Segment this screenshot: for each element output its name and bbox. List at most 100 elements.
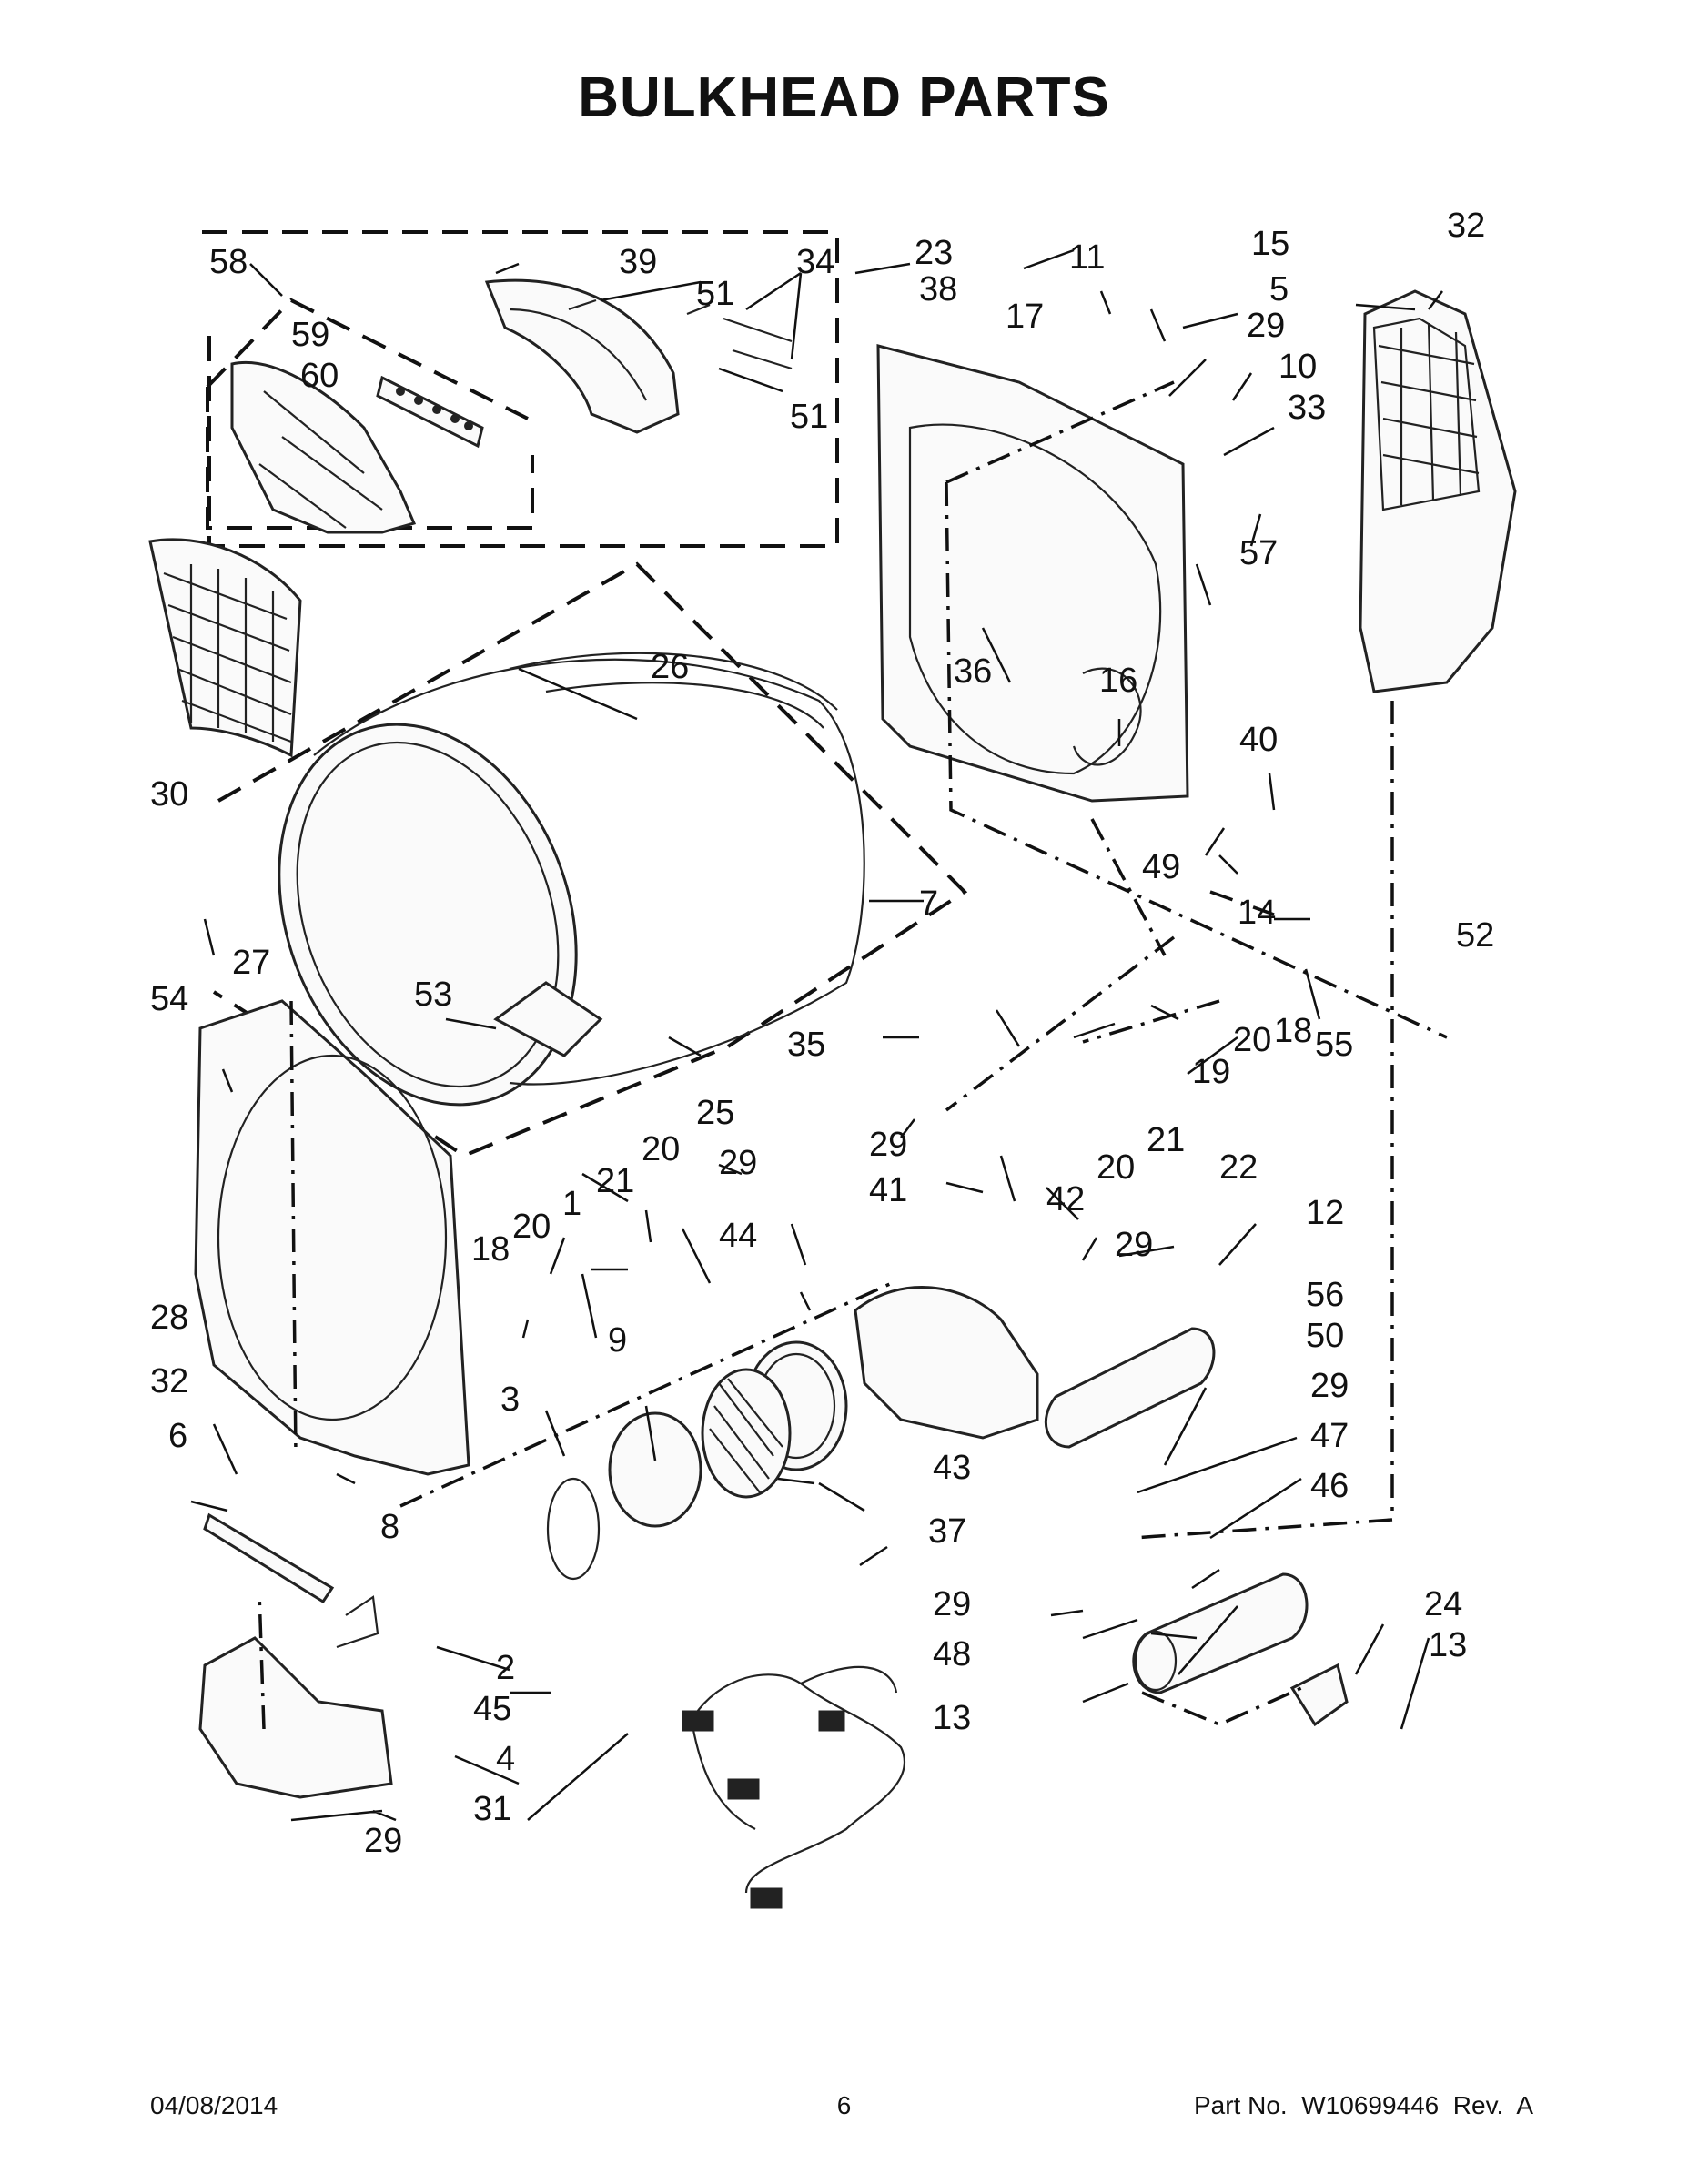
callout-18a: 18 (1274, 1012, 1312, 1050)
rear-bulkhead (876, 344, 1189, 803)
footer-date: 04/08/2014 (150, 2091, 278, 2119)
callout-19: 19 (1192, 1053, 1230, 1091)
door-trim-detail (509, 308, 647, 401)
callout-7: 7 (919, 885, 938, 923)
baffle-part-53 (493, 981, 603, 1057)
callout-25: 25 (696, 1094, 734, 1132)
callout-36: 36 (954, 652, 992, 691)
lower-duct-45 (198, 1636, 393, 1799)
blower-heater-parts (546, 1286, 1349, 1727)
callout-58: 58 (209, 243, 248, 281)
rear-bulkhead-seal-16 (1072, 667, 1142, 766)
thermal-fuse-tube-22 (1044, 1327, 1216, 1449)
callout-46: 46 (1310, 1467, 1349, 1505)
console-bracket-detail (258, 390, 383, 529)
callout-54: 54 (150, 980, 188, 1018)
callout-29f: 29 (933, 1585, 971, 1623)
console-assembly-group (202, 230, 839, 548)
callout-29e: 29 (1310, 1367, 1349, 1405)
callout-56: 56 (1306, 1276, 1344, 1314)
callout-38: 38 (919, 270, 957, 308)
callout-40: 40 (1239, 721, 1278, 759)
callout-29c: 29 (719, 1144, 757, 1182)
callout-24: 24 (1424, 1585, 1462, 1623)
callout-33: 33 (1288, 389, 1326, 427)
exhaust-duct-grille-mesh (1378, 322, 1480, 505)
page-title: BULKHEAD PARTS (578, 66, 1110, 129)
footer-page-number: 6 (836, 2091, 852, 2119)
callout-27: 27 (232, 944, 270, 982)
callout-42: 42 (1046, 1180, 1085, 1218)
callout-55: 55 (1315, 1026, 1353, 1064)
callout-12: 12 (1306, 1194, 1344, 1232)
callout-59: 59 (291, 316, 329, 354)
lint-screen-mesh (163, 564, 292, 743)
callout-15: 15 (1251, 225, 1289, 263)
callout-57: 57 (1239, 534, 1278, 572)
callout-3: 3 (500, 1380, 520, 1419)
callout-10: 10 (1279, 348, 1317, 386)
callout-labels: 58 3 9 34 23 11 15 32 59 51 38 1 7 29 5 60… (150, 207, 1494, 1860)
drum-group-outline (212, 561, 968, 1158)
assembly-lines (258, 380, 1448, 1730)
clamp-ring-3 (546, 1477, 601, 1581)
callout-32b: 32 (150, 1362, 188, 1400)
exhaust-duct-body (1359, 289, 1517, 693)
wire-harness-31 (690, 1665, 905, 1894)
clip-34-parts (723, 317, 793, 370)
clip-2 (336, 1595, 379, 1649)
callout-29a: 29 (1247, 307, 1285, 345)
callout-34: 34 (796, 243, 834, 281)
front-bulkhead (194, 999, 470, 1476)
blower-housing-44 (854, 1286, 1039, 1440)
callout-18b: 18 (471, 1230, 510, 1269)
callout-45: 45 (473, 1690, 511, 1728)
door-trim-part (484, 278, 680, 434)
callout-44: 44 (719, 1217, 757, 1255)
rear-bulkhead-panel (876, 344, 1189, 803)
callout-5: 5 (1269, 270, 1289, 308)
callout-53: 53 (414, 976, 452, 1014)
callout-11: 11 (1069, 238, 1105, 277)
drum-assembly (278, 652, 865, 1107)
callout-51b: 51 (790, 398, 828, 436)
callout-35: 35 (787, 1026, 825, 1064)
callout-52: 52 (1456, 916, 1494, 955)
callout-21a: 21 (1147, 1121, 1185, 1159)
callout-22: 22 (1219, 1148, 1258, 1187)
callout-60: 60 (300, 357, 339, 395)
lint-screen-part (148, 538, 302, 758)
drum-front-rim (278, 723, 578, 1107)
callout-20c: 20 (642, 1130, 680, 1168)
callout-6: 6 (168, 1417, 187, 1455)
leader-lines (190, 248, 1443, 1822)
blower-wheel-37 (701, 1368, 792, 1499)
callout-9: 9 (608, 1321, 627, 1360)
callout-23: 23 (915, 234, 953, 272)
callout-20d: 20 (512, 1208, 551, 1246)
blower-wheel-fins (709, 1378, 783, 1493)
callout-26: 26 (651, 648, 689, 686)
callout-37: 37 (928, 1512, 966, 1551)
callout-43: 43 (933, 1449, 971, 1487)
blower-plate-9 (608, 1411, 702, 1528)
callout-31: 31 (473, 1790, 511, 1828)
callout-13b: 13 (933, 1699, 971, 1737)
callout-14: 14 (1238, 894, 1276, 932)
screw-51-parts (568, 298, 711, 316)
callout-32a: 32 (1447, 207, 1485, 245)
thermostat-24 (1289, 1663, 1349, 1727)
console-bracket-part (230, 361, 417, 534)
callout-29d: 29 (1115, 1226, 1153, 1264)
front-bulkhead-opening (217, 1054, 448, 1421)
callout-2: 2 (496, 1649, 515, 1687)
callout-16: 16 (1099, 662, 1137, 700)
heater-46 (1132, 1572, 1309, 1694)
callout-20a: 20 (1233, 1021, 1271, 1059)
rear-bulkhead-opening (908, 423, 1162, 775)
footer-part-number: Part No. W10699446 Rev. A (1193, 2091, 1533, 2119)
callout-20b: 20 (1097, 1148, 1135, 1187)
callout-1: 1 (562, 1185, 581, 1223)
drum-ribs (509, 652, 838, 729)
